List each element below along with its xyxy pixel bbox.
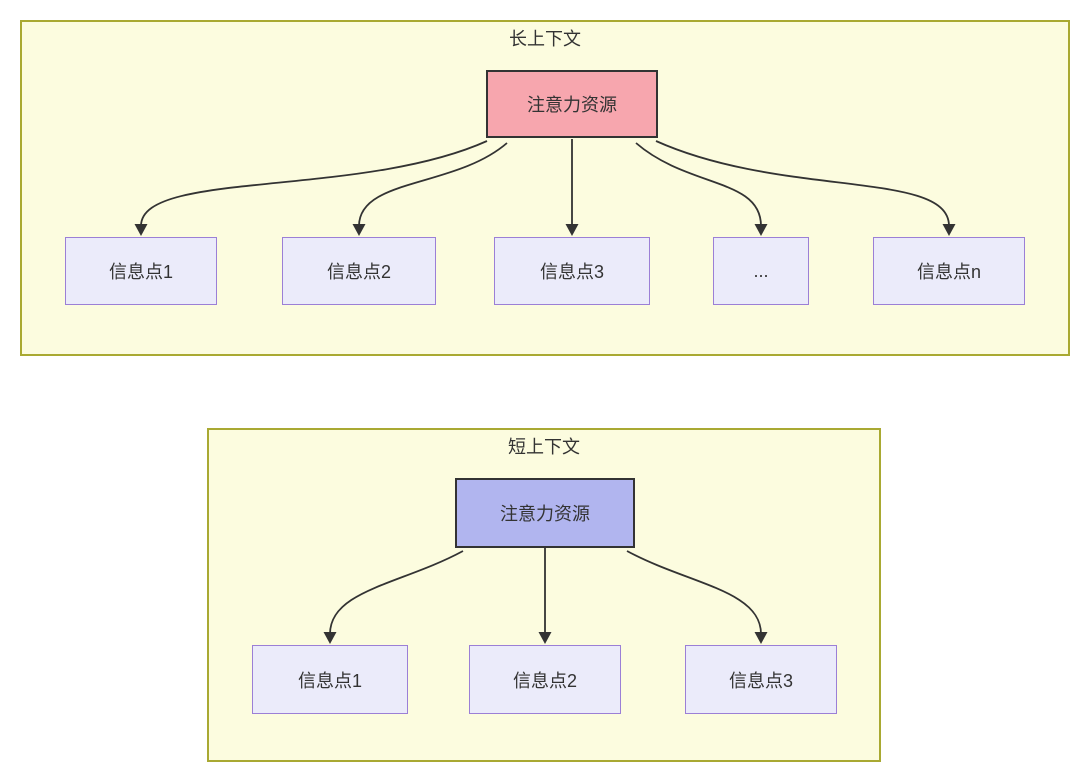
short-info-point-3-node: 信息点3 — [685, 645, 837, 714]
long-attention-resource-node: 注意力资源 — [486, 70, 658, 138]
long-info-point-3-node: 信息点3 — [494, 237, 650, 305]
short-attention-resource-node: 注意力资源 — [455, 478, 635, 548]
long-info-point-2-node: 信息点2 — [282, 237, 436, 305]
short-context-title: 短上下文 — [508, 437, 580, 457]
long-context-title: 长上下文 — [509, 29, 581, 49]
long-info-point-n-node: 信息点n — [873, 237, 1025, 305]
short-info-point-1-node: 信息点1 — [252, 645, 408, 714]
long-info-point-1-node: 信息点1 — [65, 237, 217, 305]
short-info-point-2-node: 信息点2 — [469, 645, 621, 714]
long-info-point-ellipsis-node: ... — [713, 237, 809, 305]
